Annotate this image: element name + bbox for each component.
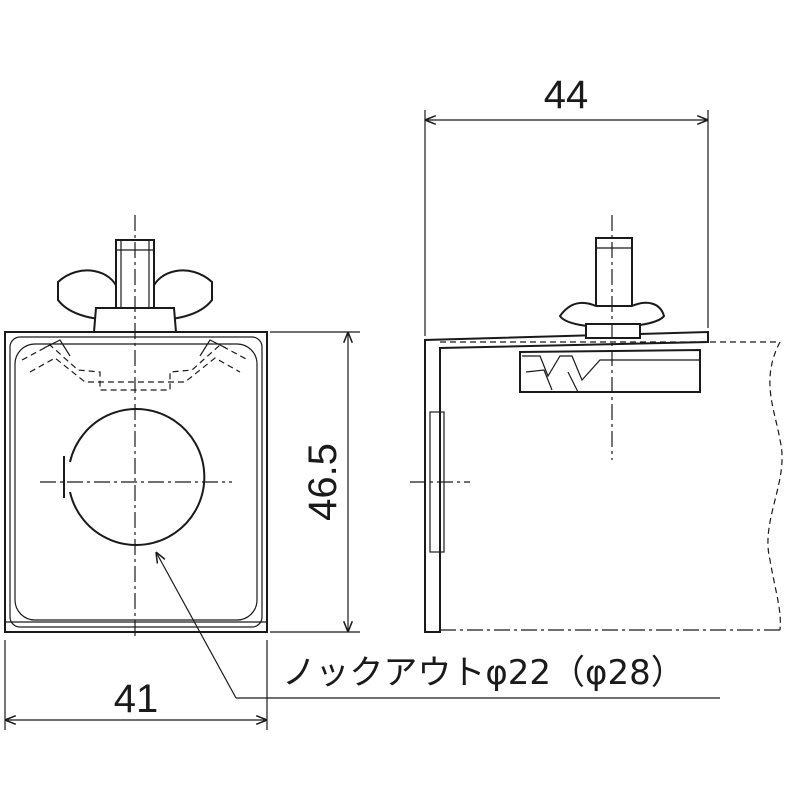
wing-nut-icon <box>57 239 213 333</box>
dimension-depth: 44 <box>424 73 709 336</box>
break-line <box>767 341 783 631</box>
height-dimension-label: 46.5 <box>301 443 345 521</box>
clamp-block <box>519 348 701 393</box>
knockout-callout-label: ノックアウトφ22（φ28） <box>282 653 685 693</box>
dimension-width: 41 <box>4 640 268 730</box>
front-view <box>4 215 268 640</box>
box-inner-panel <box>14 343 258 621</box>
knockout-circle <box>69 408 206 546</box>
width-dimension-label: 41 <box>114 677 159 721</box>
knockout-callout: ノックアウトφ22（φ28） <box>156 552 720 699</box>
dimension-height: 46.5 <box>270 331 360 633</box>
side-wing-nut-icon <box>558 237 666 339</box>
box-inner-rim <box>9 336 263 628</box>
side-view <box>410 215 783 633</box>
depth-dimension-label: 44 <box>544 73 589 117</box>
bracket-profile <box>424 330 709 633</box>
